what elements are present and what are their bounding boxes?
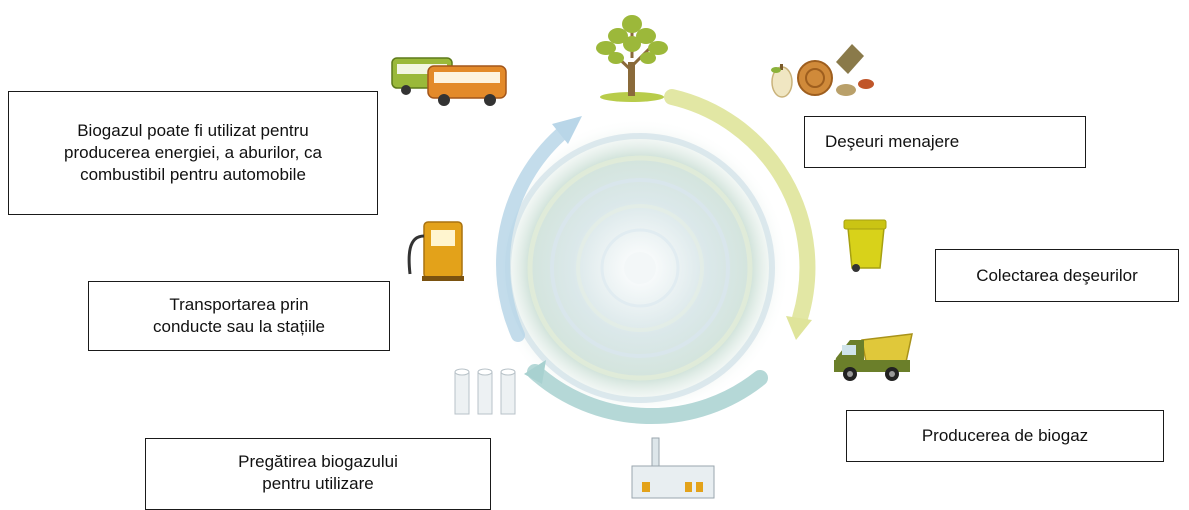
- box-transport-line-2: conducte sau la stațiile: [153, 317, 325, 336]
- center-swirl: [490, 118, 790, 418]
- factory-icon: [631, 437, 715, 499]
- box-waste-collection-line-1: Colectarea deşeurilor: [976, 265, 1138, 285]
- cycle-arrows: [496, 89, 816, 425]
- truck-icon: [834, 333, 913, 381]
- tanks-icon: [454, 368, 516, 415]
- box-biogas-use-line-3: combustibil pentru automobile: [80, 165, 306, 184]
- food-waste-icon: [771, 44, 874, 98]
- arrow-teal-head: [524, 360, 546, 384]
- tree-icon: [596, 15, 668, 102]
- arrow-blue-left: [496, 128, 567, 342]
- fuel-pump-icon: [407, 221, 464, 281]
- box-biogas-preparation: Pregătirea biogazului pentru utilizare: [145, 438, 491, 510]
- box-household-waste: Deşeuri menajere: [804, 116, 1086, 168]
- box-waste-collection: Colectarea deşeurilor: [935, 249, 1179, 302]
- arrow-teal-bottom: [527, 364, 768, 425]
- arrow-yellow-head: [786, 316, 812, 340]
- box-biogas-use: Biogazul poate fi utilizat pentru produc…: [8, 91, 378, 215]
- box-biogas-preparation-line-1: Pregătirea biogazului: [238, 452, 398, 471]
- box-biogas-production-line-1: Producerea de biogaz: [921, 426, 1089, 445]
- box-transport-line-1: Transportarea prin: [169, 295, 309, 314]
- box-biogas-preparation-line-2: pentru utilizare: [262, 474, 374, 493]
- bus-icon: [391, 57, 507, 106]
- bin-icon: [843, 219, 887, 272]
- box-biogas-use-line-1: Biogazul poate fi utilizat pentru: [77, 121, 309, 140]
- box-biogas-use-line-2: producerea energiei, a aburilor, ca: [64, 143, 322, 162]
- box-transport: Transportarea prin conducte sau la stați…: [88, 281, 390, 351]
- box-biogas-production: Producerea de biogaz: [846, 410, 1164, 462]
- box-household-waste-line-1: Deşeuri menajere: [825, 132, 960, 151]
- arrow-yellow-right: [664, 89, 816, 326]
- arrow-blue-head: [552, 116, 582, 144]
